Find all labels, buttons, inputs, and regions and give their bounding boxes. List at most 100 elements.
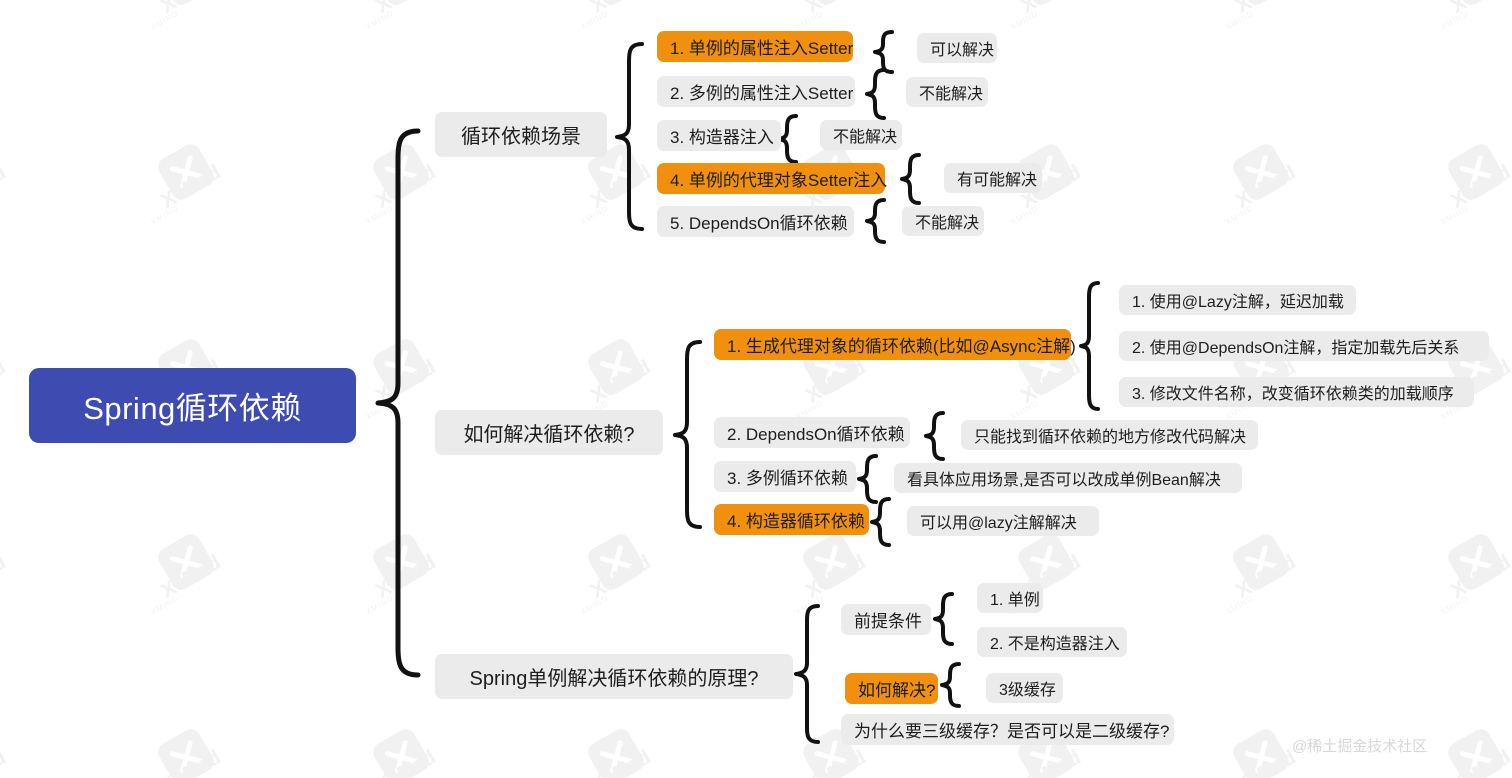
watermark-brand-text: XMind <box>1017 745 1086 778</box>
watermark-brand-text: XMind <box>372 745 441 778</box>
branch-1-leaf-1[interactable]: 可以解决 <box>917 33 997 63</box>
brace-root <box>375 128 421 678</box>
branch-1-child-3-label: 3. 构造器注入 <box>670 128 774 147</box>
branch-2-child-3[interactable]: 3. 多例循环依赖 <box>714 461 856 492</box>
watermark-brand-text: XMind <box>1232 0 1301 19</box>
branch-1-child-3[interactable]: 3. 构造器注入 <box>657 120 781 151</box>
xmind-logo-icon <box>0 335 3 399</box>
xmind-logo-icon <box>1444 0 1508 9</box>
branch-1-child-2[interactable]: 2. 多例的属性注入Setter <box>657 76 855 107</box>
branch-3-leaf-2-label: 3级缓存 <box>999 682 1056 699</box>
watermark-sub-text: XMIND <box>1439 203 1471 227</box>
xmind-logo-icon <box>154 530 218 594</box>
branch-3-child-3[interactable]: 为什么要三级缓存？是否可以是二级缓存? <box>841 714 1174 745</box>
brace-branch-3 <box>794 604 820 744</box>
branch-2-child-4-label: 4. 构造器循环依赖 <box>727 512 865 531</box>
branch-node-3[interactable]: Spring单例解决循环依赖的原理? <box>435 654 793 699</box>
credit-watermark: @稀土掘金技术社区 <box>1292 738 1428 755</box>
brace-branch-1 <box>615 42 644 231</box>
xmind-logo-icon <box>1229 725 1293 778</box>
watermark-sub-text: XMIND <box>1224 593 1256 617</box>
branch-3-child-1[interactable]: 前提条件 <box>841 604 931 635</box>
branch-2-child-2[interactable]: 2. DependsOn循环依赖 <box>714 417 910 448</box>
branch-node-3-label: Spring单例解决循环依赖的原理? <box>469 668 759 690</box>
xmind-logo-icon <box>584 725 648 778</box>
xmind-logo-icon <box>0 140 3 204</box>
branch-node-2[interactable]: 如何解决循环依赖? <box>435 410 663 455</box>
branch-1-child-4[interactable]: 4. 单例的代理对象Setter注入 <box>657 163 887 194</box>
branch-1-leaf-2[interactable]: 不能解决 <box>906 77 988 107</box>
xmind-logo-icon <box>154 725 218 778</box>
xmind-logo-icon <box>1444 140 1508 204</box>
branch-2-leaf-1-2[interactable]: 2. 使用@DependsOn注解，指定加载先后关系 <box>1119 331 1489 361</box>
watermark-sub-text: XMIND <box>1224 203 1256 227</box>
watermark-brand-text: XMind <box>1447 0 1512 19</box>
branch-3-child-1-label: 前提条件 <box>854 612 922 631</box>
branch-1-leaf-1-label: 可以解决 <box>930 42 995 59</box>
branch-1-leaf-3[interactable]: 不能解决 <box>820 120 902 150</box>
branch-3-leaf-1-1-label: 1. 单例 <box>990 592 1040 609</box>
brace-leaf-3-1 <box>933 592 954 646</box>
branch-1-child-5[interactable]: 5. DependsOn循环依赖 <box>657 206 854 237</box>
branch-2-leaf-4[interactable]: 可以用@lazy注解解决 <box>907 506 1099 536</box>
xmind-logo-icon <box>799 0 863 9</box>
watermark-sub-text: XMIND <box>1009 8 1041 32</box>
branch-1-leaf-4[interactable]: 有可能解决 <box>944 163 1042 193</box>
branch-1-child-2-label: 2. 多例的属性注入Setter <box>670 84 854 103</box>
watermark-sub-text: XMIND <box>149 593 181 617</box>
watermark-brand-text: XMind <box>1232 160 1301 213</box>
xmind-logo-icon <box>1014 0 1078 9</box>
xmind-logo-icon <box>369 725 433 778</box>
watermark-sub-text: XMIND <box>1439 8 1471 32</box>
branch-2-leaf-1-1[interactable]: 1. 使用@Lazy注解，延迟加载 <box>1119 285 1356 315</box>
watermark-brand-text: XMind <box>0 550 11 603</box>
branch-3-leaf-2[interactable]: 3级缓存 <box>986 673 1063 703</box>
branch-2-child-4[interactable]: 4. 构造器循环依赖 <box>714 504 869 535</box>
branch-1-child-1-label: 1. 单例的属性注入Setter <box>670 39 854 58</box>
branch-1-child-5-label: 5. DependsOn循环依赖 <box>670 214 848 233</box>
root-node[interactable]: Spring循环依赖 <box>29 368 356 443</box>
branch-node-1[interactable]: 循环依赖场景 <box>435 112 607 157</box>
watermark-sub-text: XMIND <box>1224 8 1256 32</box>
branch-2-leaf-1-3[interactable]: 3. 修改文件名称，改变循环依赖类的加载顺序 <box>1119 377 1474 407</box>
brace-leaf-2-2 <box>924 411 945 461</box>
brace-leaf-2-1 <box>1079 281 1100 411</box>
brace-leaf-1-5 <box>865 198 886 244</box>
watermark-sub-text: XMIND <box>579 8 611 32</box>
xmind-logo-icon <box>369 0 433 9</box>
watermark-brand-text: XMind <box>0 745 11 778</box>
xmind-logo-icon <box>1444 530 1508 594</box>
branch-1-leaf-2-label: 不能解决 <box>919 86 984 103</box>
branch-2-leaf-3[interactable]: 看具体应用场景,是否可以改成单例Bean解决 <box>894 463 1242 493</box>
branch-1-child-1[interactable]: 1. 单例的属性注入Setter <box>657 31 853 62</box>
watermark-brand-text: XMind <box>372 0 441 19</box>
branch-2-leaf-2[interactable]: 只能找到循环依赖的地方修改代码解决 <box>961 420 1258 450</box>
watermark-brand-text: XMind <box>587 160 656 213</box>
watermark-brand-text: XMind <box>1232 745 1301 778</box>
branch-1-leaf-5[interactable]: 不能解决 <box>902 206 984 236</box>
branch-2-child-1[interactable]: 1. 生成代理对象的循环依赖(比如@Async注解) <box>714 329 1076 360</box>
watermark-brand-text: XMind <box>802 0 871 19</box>
watermark-brand-text: XMind <box>802 745 871 778</box>
branch-3-leaf-1-2[interactable]: 2. 不是构造器注入 <box>977 627 1127 657</box>
branch-3-child-2[interactable]: 如何解决? <box>845 673 938 704</box>
watermark-sub-text: XMIND <box>364 398 396 422</box>
branch-2-child-1-label: 1. 生成代理对象的循环依赖(比如@Async注解) <box>727 337 1076 356</box>
branch-2-leaf-3-label: 看具体应用场景,是否可以改成单例Bean解决 <box>907 472 1221 489</box>
branch-3-leaf-1-1[interactable]: 1. 单例 <box>977 583 1043 613</box>
